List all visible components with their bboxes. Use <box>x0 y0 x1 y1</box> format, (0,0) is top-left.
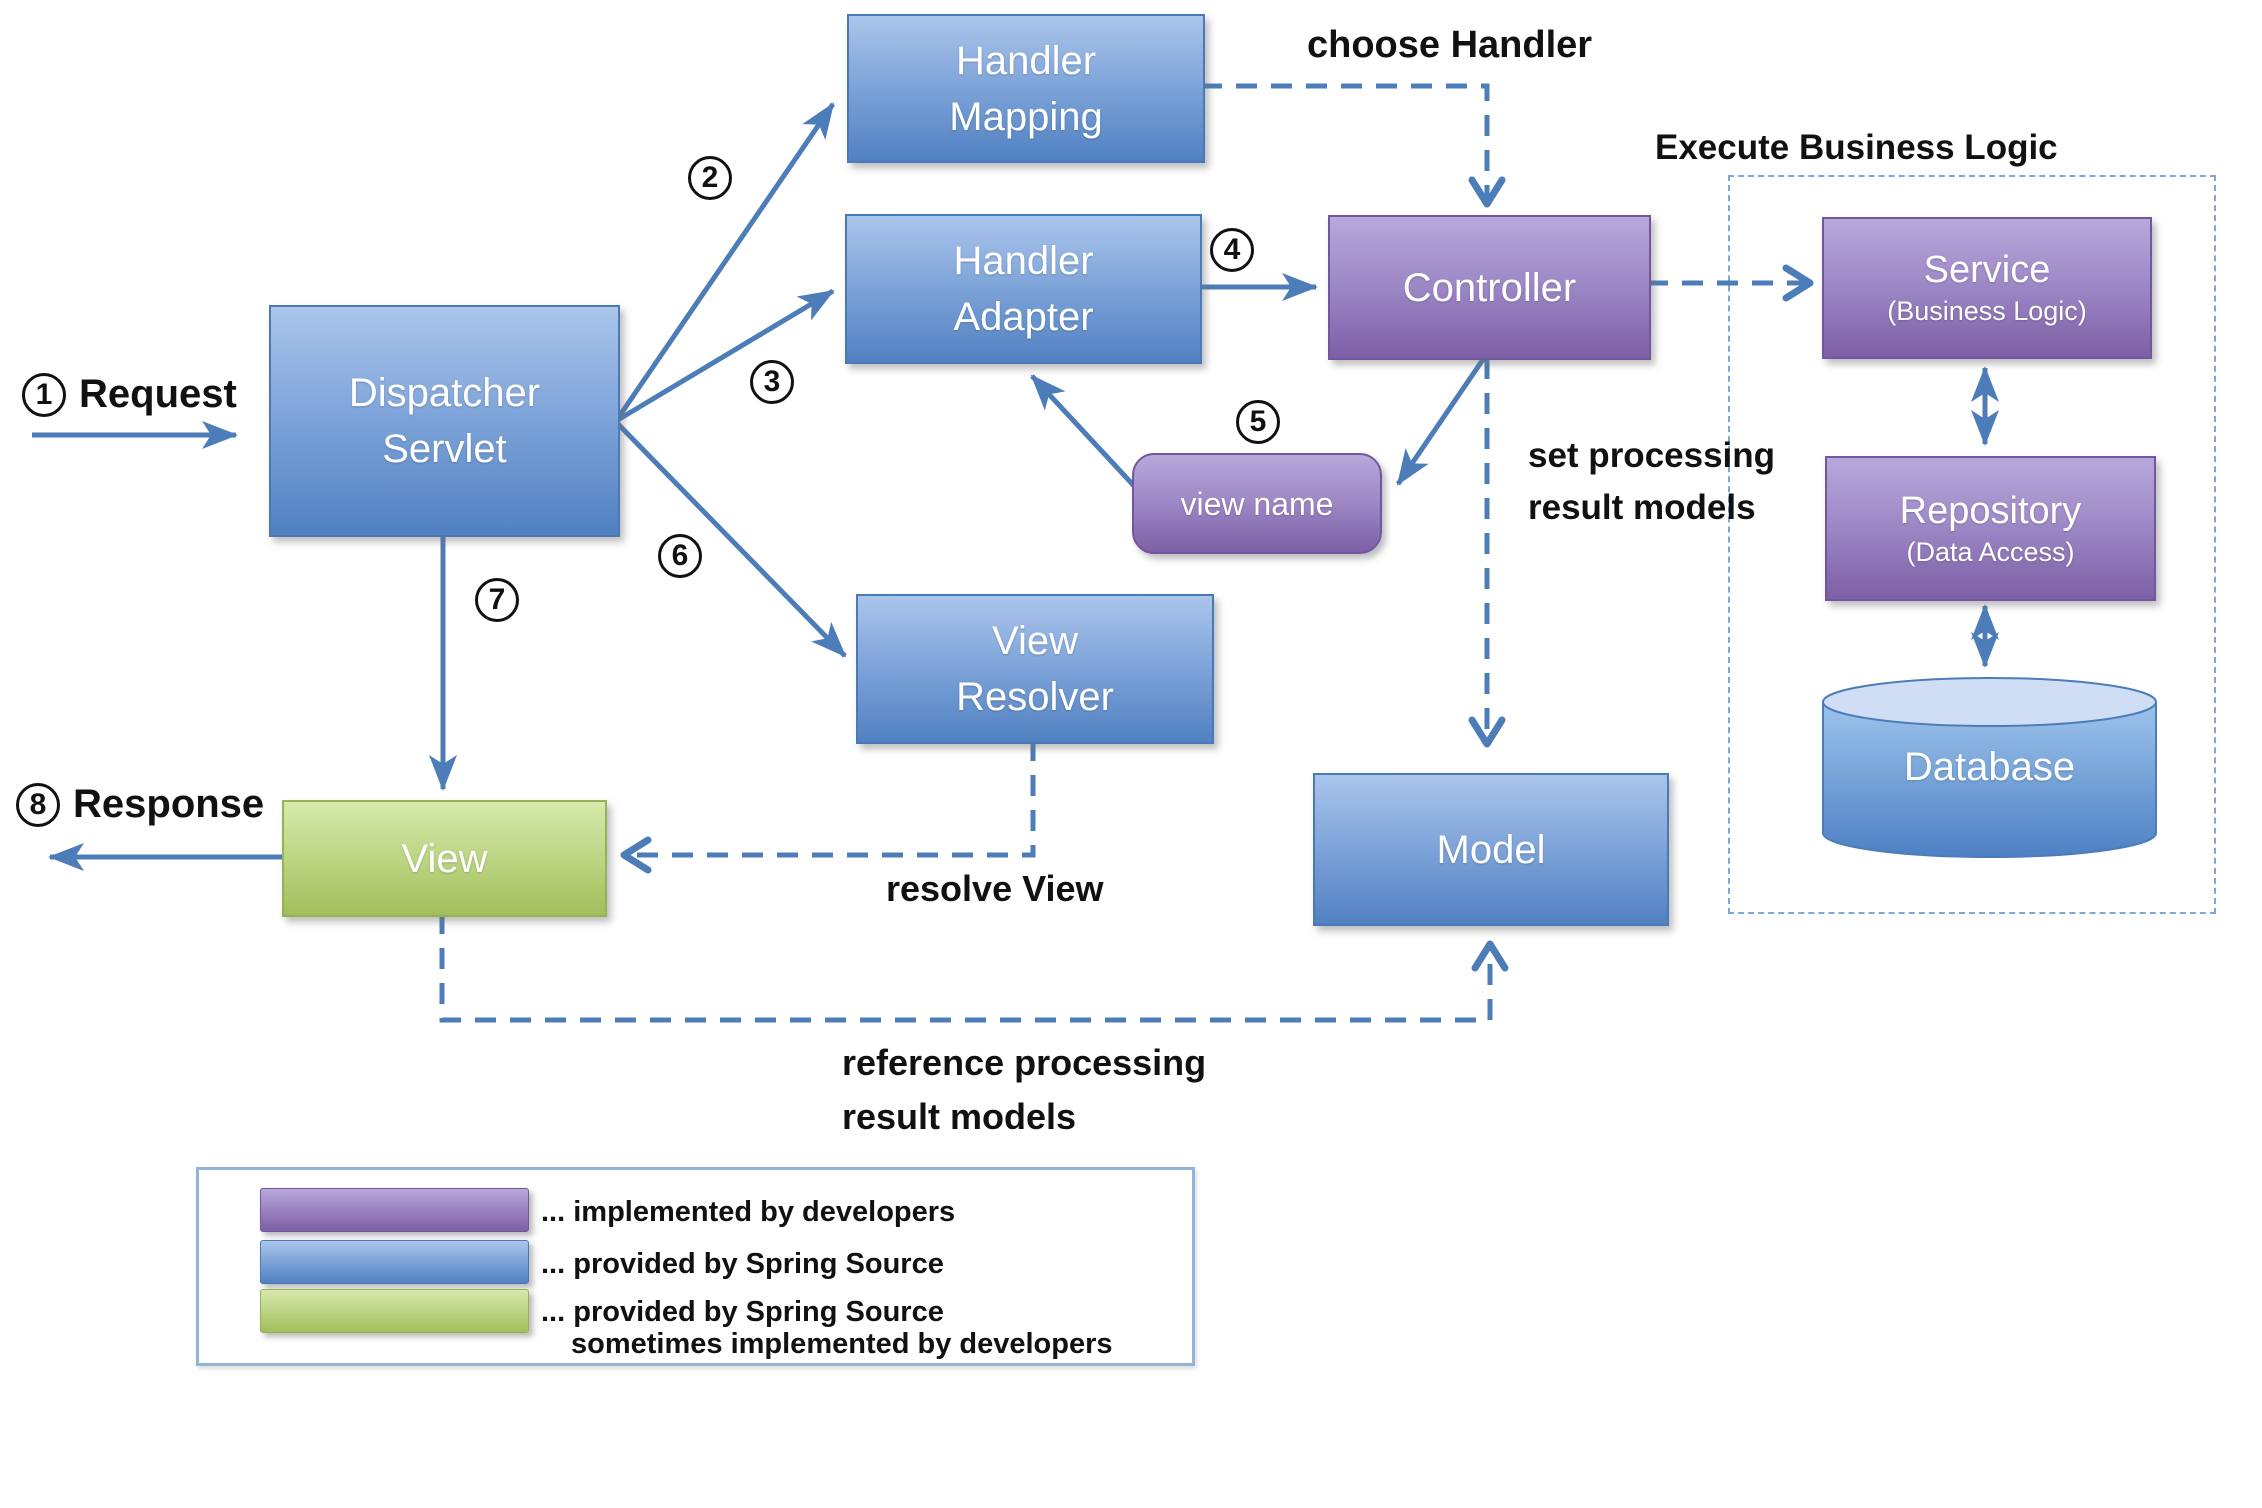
step-1-badge: 1 <box>22 372 66 417</box>
choose-handler-label: choose Handler <box>1307 24 1593 66</box>
step-3-badge: 3 <box>750 360 794 404</box>
legend: ... implemented by developers ... provid… <box>196 1167 1195 1366</box>
node-label: View <box>401 836 488 881</box>
service-node: Service (Business Logic) <box>1822 217 2152 359</box>
reference-models-line1: reference processing <box>842 1042 1207 1083</box>
reference-models-label: reference processing result models <box>842 1036 1206 1144</box>
node-label: Adapter <box>953 295 1094 339</box>
legend-text-provided-sometimes-1: ... provided by Spring Source <box>541 1296 944 1328</box>
reference-models-line2: result models <box>842 1096 1077 1137</box>
node-label: Servlet <box>382 427 507 471</box>
execute-business-logic-label: Execute Business Logic <box>1655 128 2058 167</box>
view-node: View <box>282 800 607 917</box>
node-label: Model <box>1436 827 1546 872</box>
node-label: View <box>992 619 1078 663</box>
legend-text-provided: ... provided by Spring Source <box>541 1248 944 1280</box>
step-7-badge: 7 <box>475 578 519 622</box>
dashed-reference-models <box>439 913 1509 1023</box>
model-node: Model <box>1313 773 1669 926</box>
legend-swatch-green <box>260 1289 529 1333</box>
database-cylinder-body <box>1822 702 2157 858</box>
node-label: Handler <box>955 38 1097 83</box>
repository-node: Repository (Data Access) <box>1825 456 2156 601</box>
view-resolver-node: View Resolver <box>856 594 1214 744</box>
node-label: Controller <box>1402 265 1577 310</box>
view-name-node: view name <box>1132 453 1382 554</box>
set-processing-line1: set processing <box>1528 436 1776 475</box>
arrow-step2-dispatcher-to-handler-mapping <box>613 102 836 423</box>
response-label: 8 Response <box>16 782 264 827</box>
handler-mapping-node: Handler Mapping <box>847 14 1205 163</box>
set-processing-line2: result models <box>1528 488 1756 527</box>
dispatcher-servlet-node: Dispatcher Servlet <box>269 305 620 537</box>
node-label: Service <box>1923 249 2051 291</box>
step-5-badge: 5 <box>1236 400 1280 444</box>
dashed-resolve-view <box>620 740 1036 874</box>
node-label: Dispatcher <box>348 371 541 415</box>
legend-swatch-blue <box>260 1240 529 1284</box>
request-label: 1 Request <box>22 372 237 417</box>
node-label: view name <box>1180 485 1334 522</box>
handler-adapter-node: Handler Adapter <box>845 214 1202 364</box>
database-node-label: Database <box>1903 745 2076 789</box>
legend-text-implemented: ... implemented by developers <box>541 1196 956 1228</box>
dashed-choose-handler <box>1201 83 1506 208</box>
step-8-badge: 8 <box>16 782 60 827</box>
arrow-view-name-to-adapter <box>1030 374 1138 490</box>
node-label: Resolver <box>956 675 1114 719</box>
controller-node: Controller <box>1328 215 1651 360</box>
arrow-step6-dispatcher-to-view-resolver <box>616 422 847 658</box>
arrow-step3-dispatcher-to-handler-adapter <box>614 288 835 424</box>
execute-business-logic-region <box>1728 175 2216 914</box>
node-label: Mapping <box>949 94 1103 139</box>
arrow-controller-to-view-name <box>1395 356 1487 486</box>
step-6-badge: 6 <box>658 534 702 578</box>
set-processing-label: set processing result models <box>1528 430 1775 534</box>
node-sublabel: (Business Logic) <box>1887 296 2087 326</box>
database-cylinder-top <box>1822 677 2157 727</box>
response-label-text: Response <box>73 782 265 826</box>
node-sublabel: (Data Access) <box>1906 536 2075 567</box>
legend-text-provided-sometimes-2: sometimes implemented by developers <box>571 1328 1113 1360</box>
legend-swatch-purple <box>260 1188 529 1232</box>
step-4-badge: 4 <box>1210 228 1254 272</box>
node-label: Repository <box>1899 489 2082 532</box>
request-label-text: Request <box>79 372 237 416</box>
resolve-view-label: resolve View <box>886 868 1104 909</box>
step-2-badge: 2 <box>688 156 732 200</box>
node-label: Handler <box>953 239 1094 283</box>
